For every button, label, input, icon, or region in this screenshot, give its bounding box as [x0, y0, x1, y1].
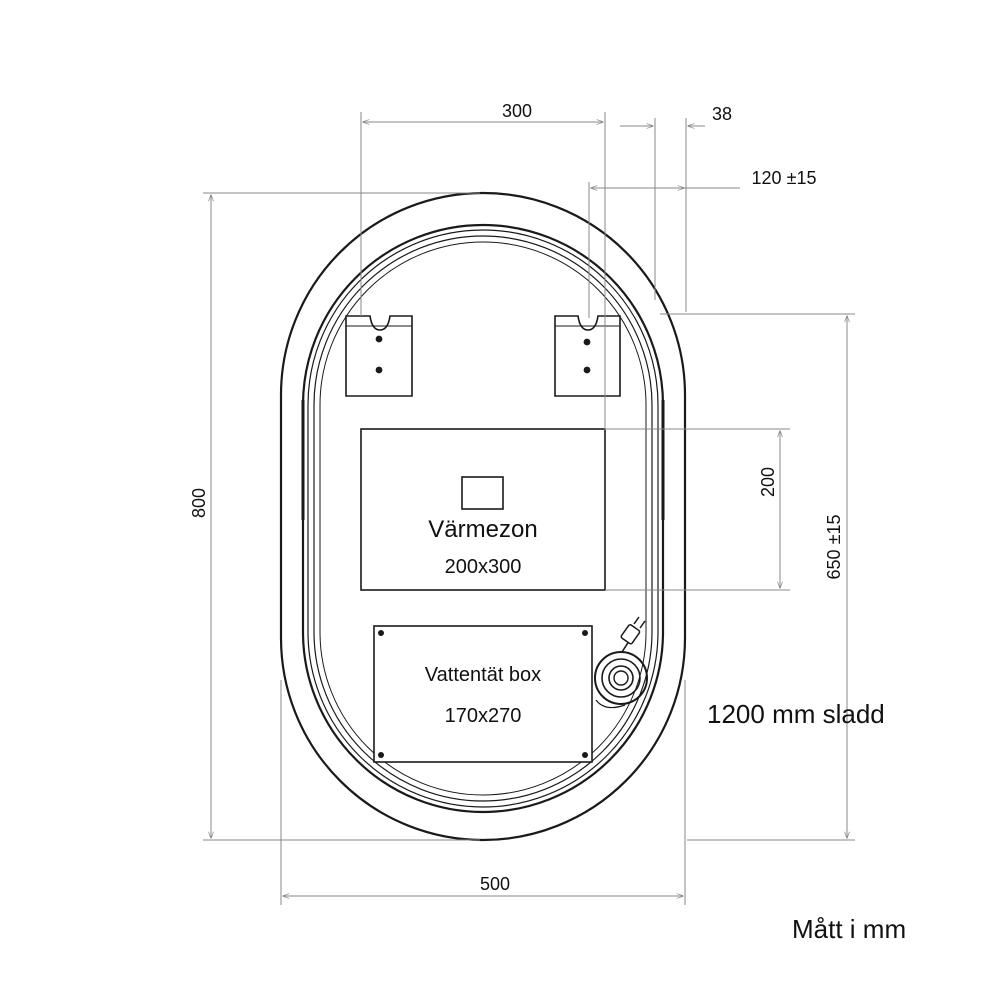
dimension-heat-zone-height: [605, 428, 790, 591]
dimension-frame-depth-label: 38: [712, 104, 732, 124]
dimension-wall-offset-label: 120 ±15: [752, 168, 817, 188]
mirror-outer-frame: [279, 191, 687, 842]
heat-zone-size: 200x300: [445, 556, 522, 578]
dimension-hanging-height: [660, 313, 855, 841]
waterproof-box: Vattentät box 170x270: [373, 625, 593, 763]
dimension-heat-zone-height-label: 200: [758, 467, 778, 497]
waterproof-box-size: 170x270: [445, 705, 522, 727]
mirror-inner-ring-b: [313, 235, 653, 802]
dimension-total-height-label: 800: [189, 488, 209, 518]
cable-coil-icon: [594, 637, 648, 709]
dimension-wall-offset: [588, 182, 740, 318]
waterproof-box-title: Vattentät box: [425, 664, 541, 686]
dimension-total-width: [280, 680, 686, 905]
heat-zone-title: Värmezon: [428, 516, 537, 543]
units-note: Mått i mm: [792, 914, 906, 944]
mirror-inner-ring-a: [307, 229, 659, 808]
mirror-inner-ring-c: [319, 241, 647, 796]
dimension-top-span: [360, 112, 606, 430]
dimension-total-width-label: 500: [480, 874, 510, 894]
dimension-hanging-height-label: 650 ±15: [824, 515, 844, 580]
dimension-frame-depth: [620, 118, 705, 312]
heat-zone: Värmezon 200x300: [360, 428, 606, 591]
heat-element-icon: [461, 476, 504, 510]
dimension-top-span-label: 300: [502, 101, 532, 121]
mirror-outline: [279, 191, 687, 842]
dimension-total-height: [203, 192, 480, 841]
cable-length-note: 1200 mm sladd: [707, 699, 885, 729]
bracket-right: [554, 315, 621, 397]
plug-icon: [620, 616, 646, 645]
waterproof-box-outline: [373, 625, 593, 763]
bracket-left: [345, 315, 413, 397]
